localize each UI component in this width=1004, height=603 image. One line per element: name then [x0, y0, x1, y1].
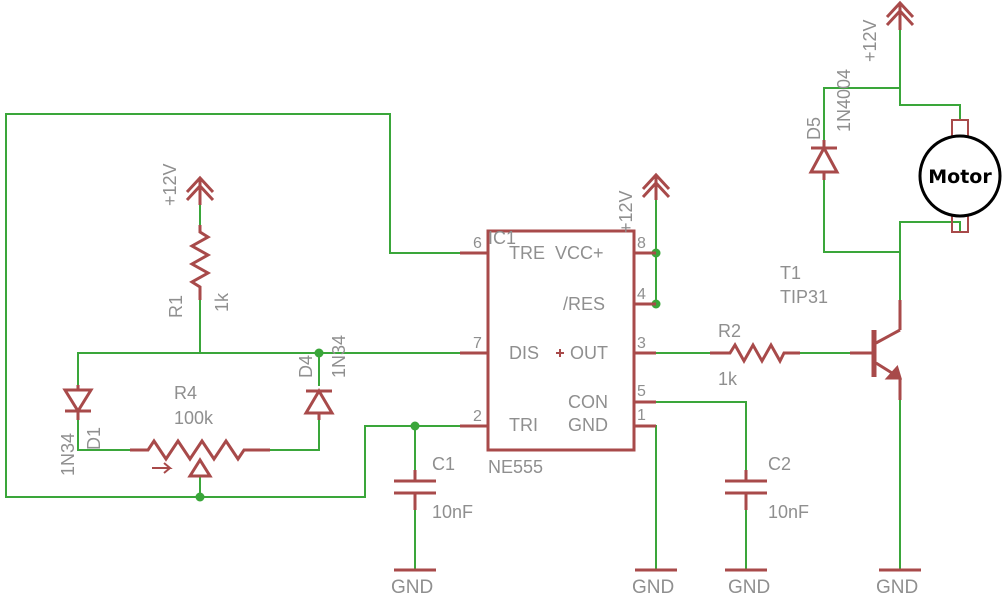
ic1-body [486, 229, 636, 452]
ground-c1: GND [391, 568, 436, 598]
supply-label: +12V [860, 19, 880, 62]
supply-12v-ic: +12V [616, 172, 671, 233]
wire-motor-bottom [899, 221, 961, 253]
r2-value: 1k [718, 369, 738, 389]
t1-value: TIP31 [780, 287, 828, 307]
d1-triangle [62, 388, 94, 414]
r2-zigzag [710, 341, 800, 365]
junctions [195, 248, 661, 502]
junction-dot [410, 421, 420, 431]
r4-zigzag [130, 438, 270, 462]
r4-ref: R4 [174, 383, 197, 403]
wire-pin5-con [635, 401, 747, 471]
c2-ref: C2 [768, 454, 791, 474]
r2-ref: R2 [718, 321, 741, 341]
wire-pin6-loop [5, 113, 461, 498]
ic1-pin-name-tre: TRE [509, 243, 545, 263]
ic1-pin-number-2: 2 [473, 408, 482, 425]
supply-12v-r1: +12V [160, 163, 215, 206]
c1-ref: C1 [432, 454, 455, 474]
motor-body [918, 134, 1002, 218]
capacitor-c1: C1 10nF [394, 454, 473, 522]
wire-d5-anode [823, 179, 901, 301]
ic1-pin-name-con: CON [568, 392, 608, 412]
capacitor-c2: C2 10nF [725, 454, 809, 522]
d5-value: 1N4004 [834, 69, 854, 132]
junction-dot [314, 348, 324, 358]
ground-c2: GND [725, 568, 770, 598]
wire-pin1-gnd [635, 425, 657, 571]
ic1-pin-name-gnd: GND [568, 415, 608, 435]
d5-triangle [808, 144, 840, 174]
wire-d4-pot [269, 419, 320, 451]
r1-ref: R1 [166, 295, 186, 318]
wire-d1-pot [77, 419, 131, 451]
d1-value: 1N34 [58, 433, 78, 476]
ic1-value: NE555 [488, 457, 543, 477]
diode-d4: D4 1N34 [296, 335, 349, 420]
supply-12v-motor: +12V [860, 0, 915, 62]
ic1-pin-name-vcc: VCC+ [555, 243, 604, 263]
d4-triangle [303, 388, 335, 415]
d5-ref: D5 [804, 117, 824, 140]
ic1-pin-number-3: 3 [637, 335, 646, 352]
diode-d1: 1N34 D1 [58, 385, 104, 476]
t1-ref: T1 [780, 263, 801, 283]
ic1-pin-number-4: 4 [637, 286, 646, 303]
resistor-r2: R2 1k [710, 321, 800, 389]
ground-label: GND [632, 577, 674, 598]
c2-value: 10nF [768, 502, 809, 522]
ground-t1: GND [876, 568, 921, 598]
motor-label: Motor [928, 166, 992, 188]
wire-motor-top [899, 104, 961, 121]
resistor-r1: R1 1k [166, 225, 232, 318]
ic1-ne555: IC1 NE555 TRE VCC+ /RES DIS OUT CON TRI … [460, 228, 656, 477]
ic1-pin-number-7: 7 [473, 335, 482, 352]
ic1-pin-number-8: 8 [637, 235, 646, 252]
r4-adjust-arrow [152, 462, 173, 469]
ic1-pin-number-5: 5 [637, 383, 646, 400]
t1-collector [875, 328, 901, 345]
ic1-pin-name-tri: TRI [509, 415, 538, 435]
d4-ref: D4 [296, 355, 316, 378]
ic1-pin-number-1: 1 [637, 407, 646, 424]
ic1-pin-number-6: 6 [473, 235, 482, 252]
ground-ic: GND [632, 568, 677, 598]
ground-label: GND [391, 577, 433, 598]
transistor-t1: T1 TIP31 [780, 263, 903, 400]
junction-dot [195, 492, 205, 502]
ic1-pin-name-res: /RES [563, 294, 605, 314]
t1-emitter-arrow [884, 365, 903, 380]
r1-zigzag [188, 225, 212, 300]
supply-symbols: +12V +12V +12V [160, 0, 915, 233]
r4-value: 100k [174, 408, 214, 428]
ground-label: GND [876, 577, 918, 598]
ic1-pin-name-out: OUT [570, 343, 608, 363]
wire-d5-cathode [823, 87, 901, 141]
c1-value: 10nF [432, 502, 473, 522]
wire-pin7-discharge [77, 352, 461, 386]
r4-wiper-arrow [187, 457, 213, 478]
supply-label: +12V [160, 163, 180, 206]
ground-symbols: GND GND GND GND [391, 568, 921, 598]
supply-label: +12V [616, 190, 636, 233]
ground-label: GND [728, 577, 770, 598]
d1-ref: D1 [84, 427, 104, 450]
ic1-pin-name-dis: DIS [509, 343, 539, 363]
r4-adjust-arrow [163, 467, 171, 474]
motor-m1: Motor [918, 119, 1002, 233]
potentiometer-r4: R4 100k [130, 383, 270, 478]
diode-d5: D5 1N4004 [804, 69, 854, 180]
d4-value: 1N34 [329, 335, 349, 378]
ic1-ref: IC1 [488, 228, 516, 248]
r1-value: 1k [212, 292, 232, 312]
